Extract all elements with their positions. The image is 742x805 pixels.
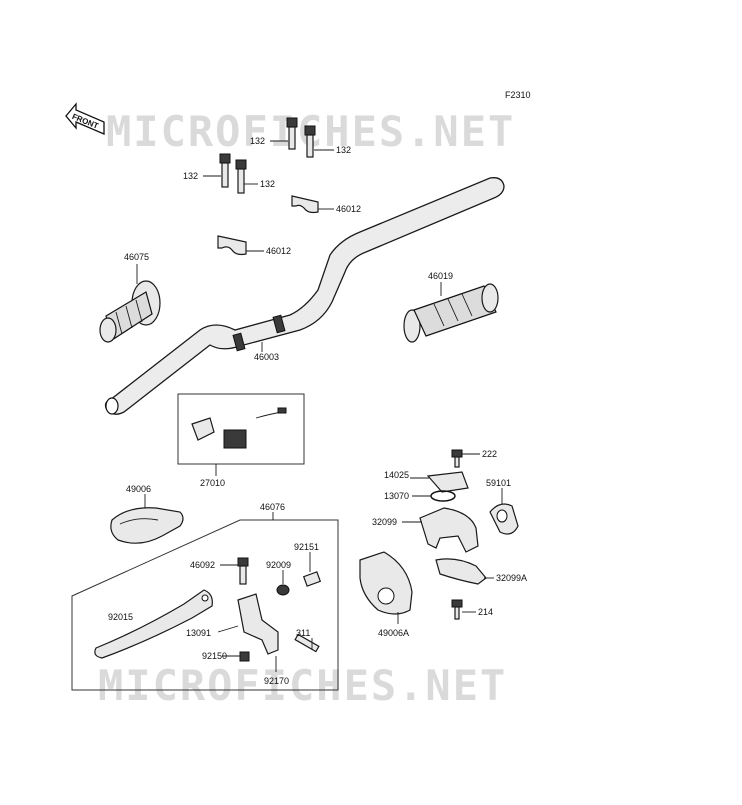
label-14025: 14025 — [384, 470, 409, 480]
housing-32099-icon — [419, 507, 479, 553]
bracket-13091-icon — [237, 593, 279, 655]
clamp-59101-icon — [489, 503, 519, 535]
label-13070: 13070 — [384, 491, 409, 501]
label-132-a: 132 — [250, 136, 265, 146]
bolt-132-c-icon — [219, 153, 231, 188]
cover-49006A-icon — [359, 551, 413, 615]
label-46003: 46003 — [254, 352, 279, 362]
label-311: 92150 — [202, 651, 227, 661]
plate-14025-icon — [426, 471, 469, 493]
label-27010: 27010 — [200, 478, 225, 488]
label-92151: 46092 — [190, 560, 215, 570]
switch-27010-icon — [191, 407, 287, 449]
label-46075: 46075 — [124, 252, 149, 262]
label-49006A: 49006A — [378, 628, 409, 638]
label-92015: 92009 — [266, 560, 291, 570]
label-46019: 46019 — [428, 271, 453, 281]
label-59101: 59101 — [486, 478, 511, 488]
throttle-grip-46019-icon — [403, 283, 499, 343]
label-222: 222 — [482, 449, 497, 459]
lever-assembly-46076-box — [71, 519, 339, 691]
figure-code: F2310 — [505, 90, 531, 100]
label-92150: 311 — [296, 628, 310, 638]
clamp-46012-a-icon — [291, 195, 319, 214]
bolt-132-d-icon — [235, 159, 247, 194]
label-32099A: 32099A — [496, 573, 527, 583]
housing-32099A-icon — [435, 558, 487, 585]
label-13091: 13091 — [186, 628, 211, 638]
label-132-d: 132 — [260, 179, 275, 189]
bolt-132-a-icon — [286, 117, 298, 150]
label-46092: 92015 — [108, 612, 133, 622]
watermark-bottom: MICROFICHES.NET — [98, 661, 507, 710]
front-arrow-icon: FRONT — [65, 102, 105, 135]
nut-311-icon — [239, 651, 250, 662]
ring-13070-icon — [430, 490, 456, 502]
screw-222-icon — [451, 449, 463, 468]
washer-92015-icon — [276, 584, 290, 596]
label-32099: 32099 — [372, 517, 397, 527]
lever-46092-icon — [94, 589, 213, 659]
screw-214-icon — [451, 599, 463, 620]
clamp-46012-b-icon — [217, 235, 247, 256]
switch-27010-box — [177, 393, 305, 465]
adjuster-92009-icon — [302, 571, 322, 587]
grip-46075-icon — [99, 280, 161, 343]
label-46076: 46076 — [260, 502, 285, 512]
bolt-92151-icon — [237, 557, 249, 585]
label-214: 214 — [478, 607, 493, 617]
label-92170: 92170 — [264, 676, 289, 686]
bolt-92150-icon — [294, 633, 320, 653]
handlebar-46003-icon — [104, 177, 505, 415]
bolt-132-b-icon — [304, 125, 316, 158]
label-49006: 49006 — [126, 484, 151, 494]
label-92009: 92151 — [294, 542, 319, 552]
label-46012-a: 46012 — [336, 204, 361, 214]
label-132-c: 132 — [183, 171, 198, 181]
label-132-b: 132 — [336, 145, 351, 155]
label-46012-b: 46012 — [266, 246, 291, 256]
lever-cover-49006-icon — [110, 507, 184, 544]
